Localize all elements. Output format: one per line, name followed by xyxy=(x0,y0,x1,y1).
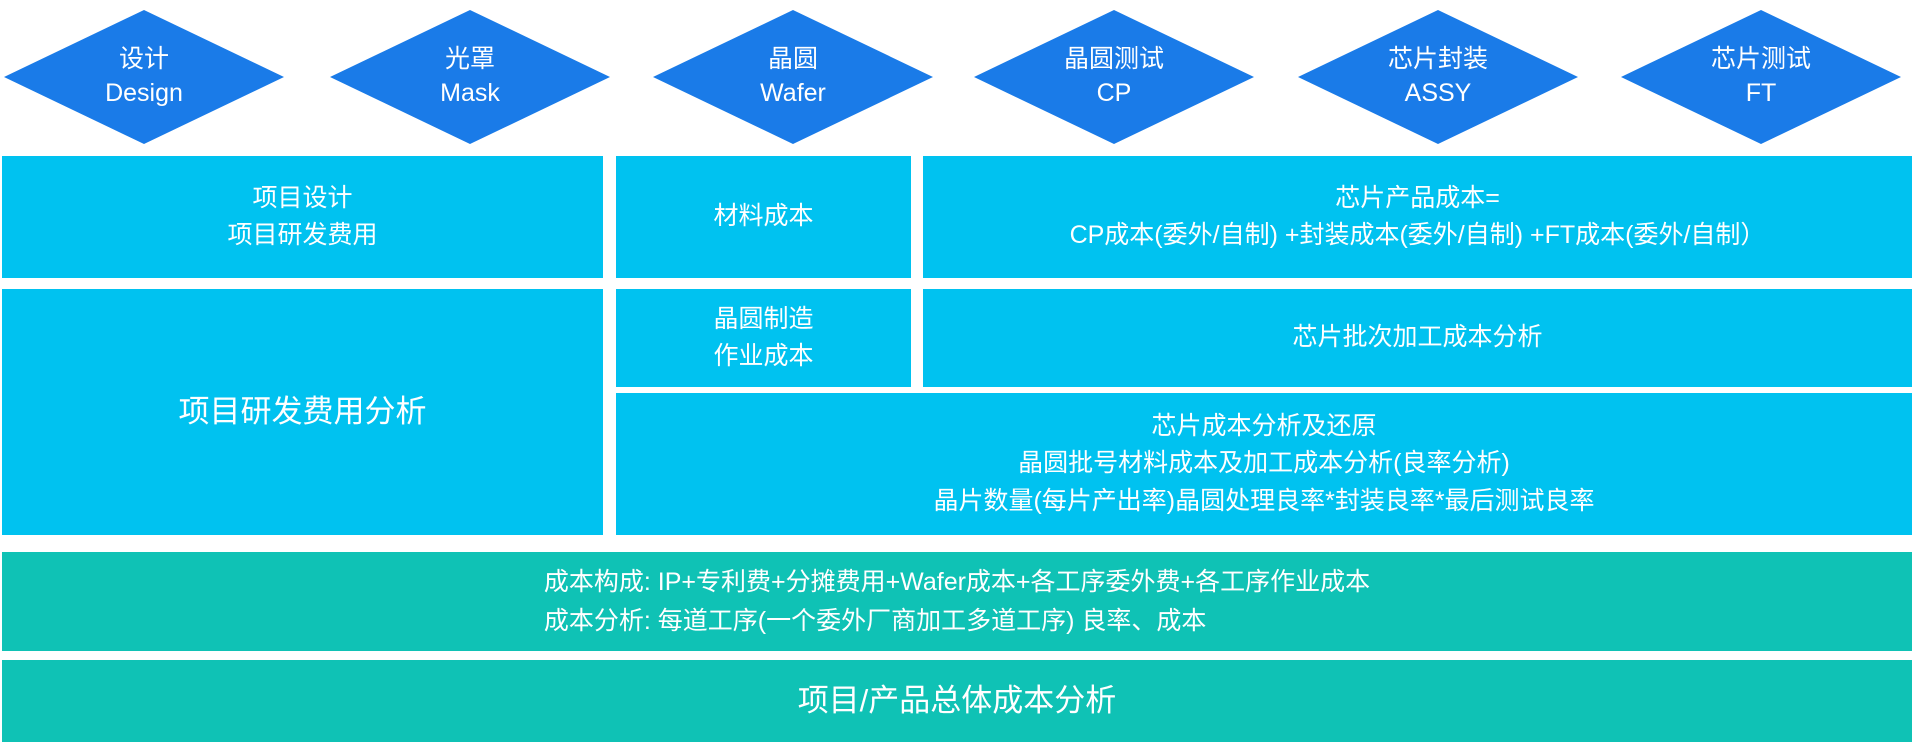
stage-cp: 晶圆测试 CP xyxy=(974,10,1254,144)
rd-expense-analysis-line1: 项目研发费用分析 xyxy=(178,394,427,430)
stage-ft: 芯片测试 FT xyxy=(1621,10,1901,144)
chip-cost-analysis-line1: 芯片成本分析及还原 xyxy=(1151,411,1377,440)
material-cost-line1: 材料成本 xyxy=(713,202,814,231)
stage-ft-label-en: FT xyxy=(1745,79,1777,107)
chip-batch-cost-line1: 芯片批次加工成本分析 xyxy=(1292,323,1543,352)
stage-cp-label-zh: 晶圆测试 xyxy=(1063,45,1164,74)
wafer-fab-cost-line2: 作业成本 xyxy=(713,342,814,370)
box-total-cost-analysis: 项目/产品总体成本分析 xyxy=(2,660,1912,742)
stage-ft-label-zh: 芯片测试 xyxy=(1710,45,1811,74)
wafer-fab-cost-line1: 晶圆制造 xyxy=(713,304,814,333)
box-chip-product-cost: 芯片产品成本= CP成本(委外/自制) +封装成本(委外/自制) +FT成本(委… xyxy=(923,156,1912,278)
total-cost-line1: 项目/产品总体成本分析 xyxy=(797,683,1117,719)
stage-wafer-label-zh: 晶圆 xyxy=(767,45,818,74)
box-chip-batch-cost: 芯片批次加工成本分析 xyxy=(923,289,1912,387)
box-rd-expense-analysis: 项目研发费用分析 xyxy=(2,289,603,535)
stage-assy-label-zh: 芯片封装 xyxy=(1387,45,1488,74)
stage-design: 设计 Design xyxy=(4,10,284,144)
project-design-line2: 项目研发费用 xyxy=(227,221,378,249)
project-design-line1: 项目设计 xyxy=(252,183,353,212)
stage-wafer: 晶圆 Wafer xyxy=(653,10,933,144)
stage-design-label-en: Design xyxy=(105,79,183,107)
box-project-design: 项目设计 项目研发费用 xyxy=(2,156,603,278)
stage-wafer-label-en: Wafer xyxy=(760,79,826,107)
stage-assy-label-en: ASSY xyxy=(1404,79,1472,107)
chip-cost-analysis-line2: 晶圆批号材料成本及加工成本分析(良率分析) xyxy=(1018,449,1510,478)
stage-mask: 光罩 Mask xyxy=(330,10,610,144)
cost-structure-lines: 成本构成: IP+专利费+分摊费用+Wafer成本+各工序委外费+各工序作业成本… xyxy=(544,563,1370,641)
stage-mask-label-zh: 光罩 xyxy=(444,45,495,74)
cost-structure-line1: 成本构成: IP+专利费+分摊费用+Wafer成本+各工序委外费+各工序作业成本 xyxy=(543,567,1371,596)
chip-product-cost-line1: 芯片产品成本= xyxy=(1335,183,1500,212)
chip-cost-analysis-line3: 晶片数量(每片产出率)晶圆处理良率*封装良率*最后测试良率 xyxy=(933,486,1595,515)
cost-structure-line2: 成本分析: 每道工序(一个委外厂商加工多道工序) 良率、成本 xyxy=(543,606,1207,635)
chip-product-cost-line2: CP成本(委外/自制) +封装成本(委外/自制) +FT成本(委外/自制） xyxy=(1069,221,1766,249)
box-wafer-fab-cost: 晶圆制造 作业成本 xyxy=(616,289,911,387)
stage-cp-label-en: CP xyxy=(1096,79,1132,107)
stage-design-label-zh: 设计 xyxy=(118,45,169,74)
box-chip-cost-analysis: 芯片成本分析及还原 晶圆批号材料成本及加工成本分析(良率分析) 晶片数量(每片产… xyxy=(616,393,1912,535)
box-material-cost: 材料成本 xyxy=(616,156,911,278)
stage-assy: 芯片封装 ASSY xyxy=(1298,10,1578,144)
box-cost-structure: 成本构成: IP+专利费+分摊费用+Wafer成本+各工序委外费+各工序作业成本… xyxy=(2,552,1912,651)
stage-mask-label-en: Mask xyxy=(440,79,500,107)
